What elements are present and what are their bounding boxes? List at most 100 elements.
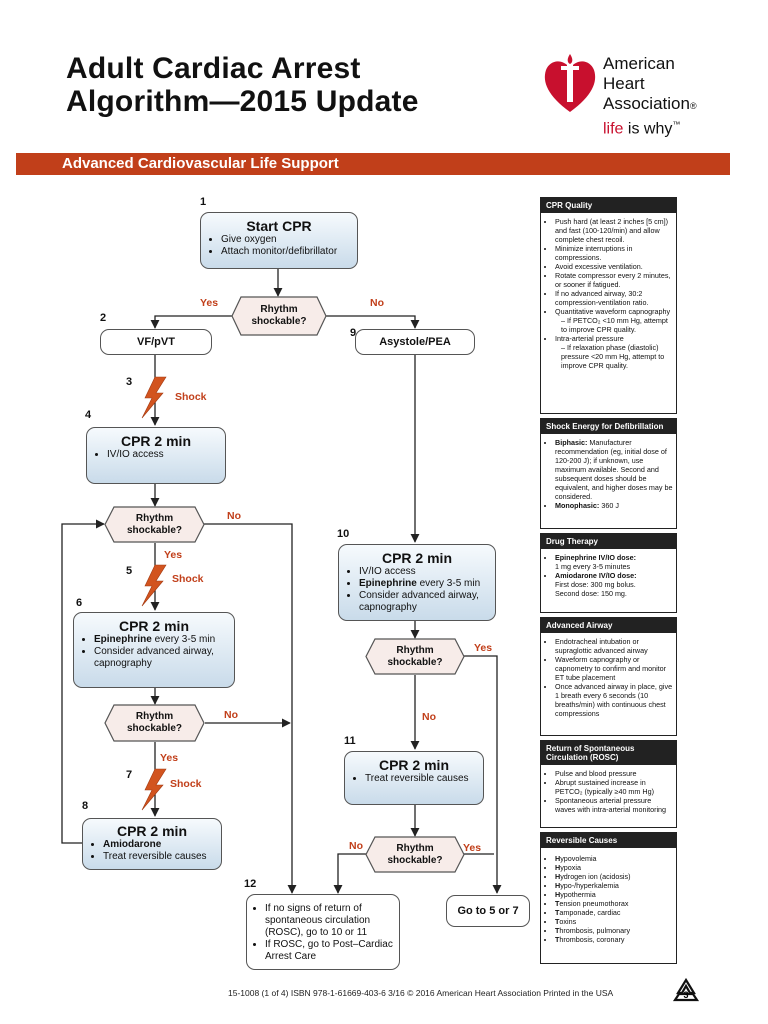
rhythm-decision-2: Rhythm shockable?	[104, 506, 205, 543]
aha-wordmark: American Heart Association®	[603, 54, 697, 116]
shock-label-5: Shock	[172, 573, 204, 585]
shock-energy-heading: Shock Energy for Defibrillation	[541, 419, 676, 434]
amiodarone-dose-item: Amiodarone IV/IO dose:First dose: 300 mg…	[555, 571, 673, 598]
cpr-quality-item: If no advanced airway, 30:2 compression-…	[555, 289, 673, 307]
yes-label-2: Yes	[164, 549, 183, 561]
drug-therapy-heading: Drug Therapy	[541, 534, 676, 549]
rhythm-decision-3: Rhythm shockable?	[104, 704, 205, 742]
cpr-2min-box-11: CPR 2 min Treat reversible causes	[344, 751, 484, 805]
cpr-quality-item: Minimize interruptions in compressions.	[555, 244, 673, 262]
no-label-2: No	[227, 510, 241, 522]
box-4-item-access: IV/IO access	[107, 449, 225, 461]
step-number-6: 6	[76, 597, 83, 609]
start-item-oxygen: Give oxygen	[221, 234, 357, 246]
yes-label-4: Yes	[474, 642, 493, 654]
arrow-yes-to-goto	[464, 655, 502, 894]
no-label-5: No	[349, 840, 363, 852]
box-6-epi-rest: every 3-5 min	[151, 634, 216, 645]
cause-item: Tension pneumothorax	[555, 899, 673, 908]
box-6-title: CPR 2 min	[118, 618, 189, 634]
rhythm-decision-5-text: Rhythm shockable?	[387, 842, 443, 866]
cpr-quality-item: Avoid excessive ventilation.	[555, 262, 673, 271]
arrow-b8-loop-back	[61, 519, 105, 844]
drug-therapy-panel: Drug Therapy Epinephrine IV/IO dose:1 mg…	[540, 533, 677, 613]
start-cpr-title: Start CPR	[246, 218, 312, 234]
box-4-title: CPR 2 min	[120, 433, 191, 449]
start-item-monitor: Attach monitor/defibrillator	[221, 246, 357, 258]
box-6-item-epi: Epinephrine every 3-5 min	[94, 634, 234, 646]
start-cpr-box: Start CPR Give oxygen Attach monitor/def…	[200, 212, 358, 269]
cause-item: Hypoxia	[555, 863, 673, 872]
cause-item: Toxins	[555, 917, 673, 926]
box-6-item-airway: Consider advanced airway, capnography	[94, 646, 234, 670]
box-8-item-amio: Amiodarone	[103, 839, 221, 851]
cpr-quality-item: Intra-arterial pressure– If relaxation p…	[555, 334, 673, 370]
cpr-2min-box-6: CPR 2 min Epinephrine every 3-5 min Cons…	[73, 612, 235, 688]
arrow-yes-to-vf	[150, 315, 232, 329]
box-10-item-access: IV/IO access	[359, 566, 495, 578]
footer-text: 15-1008 (1 of 4) ISBN 978-1-61669-403-6 …	[228, 988, 614, 998]
reversible-causes-heading: Reversible Causes	[541, 833, 676, 848]
yes-label-5: Yes	[463, 842, 482, 854]
aha-heart-torch-logo	[544, 54, 596, 112]
step-number-4: 4	[85, 409, 92, 421]
title-line-2: Algorithm—2015 Update	[66, 85, 419, 118]
cause-item: Hydrogen ion (acidosis)	[555, 872, 673, 881]
tagline: life is why™	[603, 120, 680, 138]
step-number-10: 10	[337, 528, 350, 540]
advanced-airway-heading: Advanced Airway	[541, 618, 676, 633]
tagline-rest: is why	[623, 120, 673, 138]
org-line-3: Association	[603, 94, 690, 113]
cpr-quality-item: Push hard (at least 2 inches [5 cm]) and…	[555, 217, 673, 244]
cause-item: Thrombosis, pulmonary	[555, 926, 673, 935]
acls-banner: Advanced Cardiovascular Life Support	[16, 153, 730, 175]
shock-bolt-5-icon	[141, 564, 167, 607]
reversible-causes-panel: Reversible Causes Hypovolemia Hypoxia Hy…	[540, 832, 677, 964]
advanced-airway-panel: Advanced Airway Endotracheal intubation …	[540, 617, 677, 736]
cause-item: Hypothermia	[555, 890, 673, 899]
shock-bolt-7-icon	[141, 768, 167, 811]
yes-label-1: Yes	[200, 297, 219, 309]
yes-label-3: Yes	[160, 752, 179, 764]
cpr-quality-subitem: – If PETCO₂ <10 mm Hg, attempt to improv…	[561, 316, 668, 334]
registered-mark: ®	[689, 101, 697, 111]
arrow-lower-no	[333, 853, 366, 894]
rosc-panel: Return of Spontaneous Circulation (ROSC)…	[540, 740, 677, 828]
box-10-item-airway: Consider advanced airway, capnography	[359, 590, 495, 614]
cpr-quality-subitem: – If relaxation phase (diastolic) pressu…	[561, 343, 665, 370]
shock-label-3: Shock	[175, 391, 207, 403]
rosc-heading: Return of Spontaneous Circulation (ROSC)	[541, 741, 676, 765]
cause-item: Hypovolemia	[555, 854, 673, 863]
rhythm-decision-4: Rhythm shockable?	[365, 638, 465, 675]
org-line-2: Heart	[603, 74, 645, 93]
box-12-item-no-rosc: If no signs of return of spontaneous cir…	[265, 903, 399, 939]
no-label-1: No	[370, 297, 384, 309]
rhythm-decision-4-text: Rhythm shockable?	[387, 644, 443, 668]
no-label-4: No	[422, 711, 436, 723]
org-line-1: American	[603, 54, 675, 73]
rhythm-decision-3-text: Rhythm shockable?	[126, 711, 183, 734]
trademark: ™	[672, 120, 681, 129]
step-number-5: 5	[126, 565, 133, 577]
box-11-item-causes: Treat reversible causes	[365, 773, 483, 785]
shock-energy-panel: Shock Energy for Defibrillation Biphasic…	[540, 418, 677, 529]
box-11-title: CPR 2 min	[378, 757, 449, 773]
no-label-3: No	[224, 709, 238, 721]
airway-item: Waveform capnography or capnometry to co…	[555, 655, 673, 682]
rhythm-decision-1-text: Rhythm shockable?	[251, 304, 307, 327]
rosc-item: Spontaneous arterial pressure waves with…	[555, 796, 673, 814]
step-number-3: 3	[126, 376, 133, 388]
tagline-life: life	[603, 120, 624, 138]
step-number-11: 11	[344, 735, 356, 747]
step-number-2: 2	[100, 312, 107, 324]
box-12-item-rosc: If ROSC, go to Post–Cardiac Arrest Care	[265, 939, 399, 963]
cpr-2min-box-10: CPR 2 min IV/IO access Epinephrine every…	[338, 544, 496, 621]
step-number-1: 1	[200, 196, 207, 208]
airway-item: Once advanced airway in place, give 1 br…	[555, 682, 673, 718]
page-title: Adult Cardiac Arrest Algorithm—2015 Upda…	[66, 52, 419, 118]
go-to-5-or-7-box: Go to 5 or 7	[446, 895, 530, 927]
rhythm-decision-1: Rhythm shockable?	[231, 296, 327, 336]
box-8-title: CPR 2 min	[116, 823, 187, 839]
epinephrine-dose-item: Epinephrine IV/IO dose:1 mg every 3-5 mi…	[555, 553, 673, 571]
cpr-quality-item: Rotate compressor every 2 minutes, or so…	[555, 271, 673, 289]
